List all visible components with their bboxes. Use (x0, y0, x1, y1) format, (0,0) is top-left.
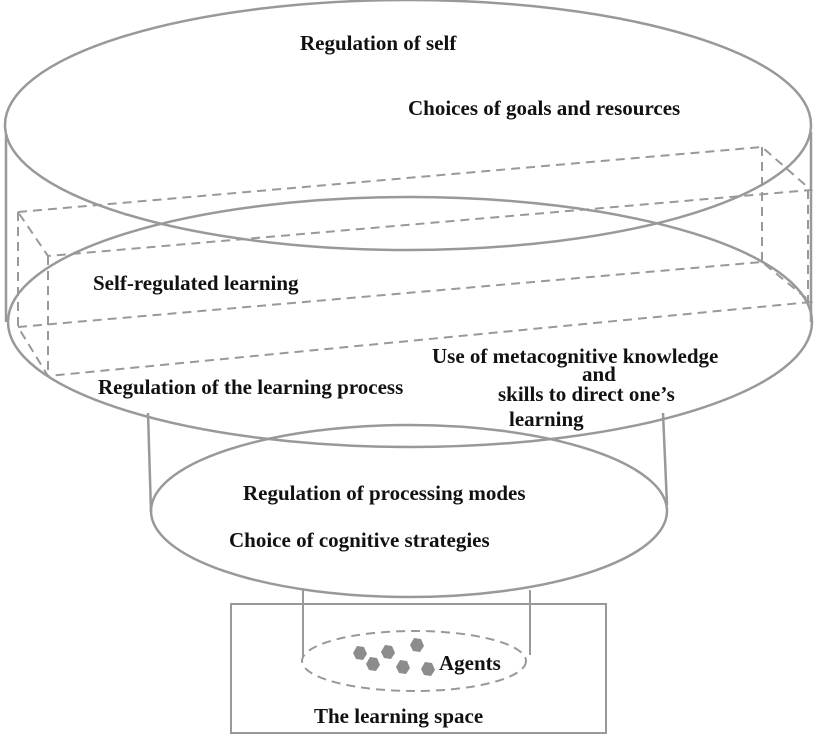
agent-marker (421, 662, 435, 676)
self-regulated-learning-plane (16, 145, 814, 378)
learning-space-box (230, 603, 607, 734)
agent-marker (381, 645, 395, 659)
self-regulated-learning-label: Self-regulated learning (93, 271, 299, 295)
lower-cylinder-left-side (146, 412, 153, 513)
choice-cognitive-strategies-label: Choice of cognitive strategies (229, 528, 490, 552)
learning-space (230, 590, 607, 734)
srl-plane-bottom-face (16, 260, 814, 378)
metacognitive-line-4: learning (509, 407, 584, 431)
metacognitive-line-3: skills to direct one’s (498, 382, 675, 406)
choices-goals-resources-label: Choices of goals and resources (408, 96, 680, 120)
srl-plane-top-face (16, 145, 814, 258)
agent-marker (396, 660, 410, 674)
agent-marker (410, 638, 424, 652)
learning-process-ellipse (6, 195, 814, 449)
regulation-processing-modes-label: Regulation of processing modes (243, 481, 526, 505)
top-ellipse (3, 0, 813, 252)
agents-ellipse (301, 630, 527, 692)
agent-marker (353, 646, 367, 660)
regulation-of-self-label: Regulation of self (300, 31, 457, 55)
lower-cylinder-right-side (661, 412, 669, 506)
agents-label: Agents (439, 651, 501, 675)
processing-modes-ellipse (149, 423, 669, 599)
processing-modes-cylinder (146, 412, 669, 599)
agent-marker (366, 657, 380, 671)
metacognitive-line-2: and (582, 362, 616, 386)
metacognitive-line-1: Use of metacognitive knowledge (432, 344, 718, 368)
regulation-learning-process-label: Regulation of the learning process (98, 375, 403, 399)
agents-cluster (353, 638, 435, 676)
learning-space-label: The learning space (314, 704, 483, 728)
self-regulation-cylinder (3, 0, 813, 322)
